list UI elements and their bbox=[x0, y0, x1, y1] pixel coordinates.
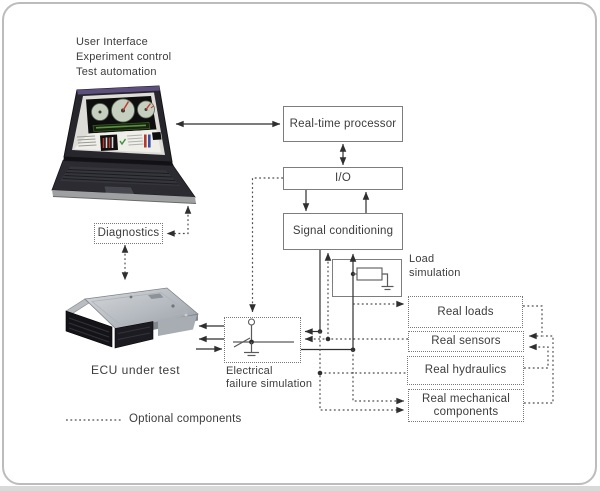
real-mechanical-label-1: Real mechanical bbox=[421, 392, 510, 405]
ecu-caption: ECU under test bbox=[91, 363, 181, 377]
diagnostics-box: Diagnostics bbox=[94, 223, 163, 244]
diagnostics-label: Diagnostics bbox=[97, 227, 160, 239]
io-box: I/O bbox=[283, 167, 403, 190]
electrical-failure-label-2: failure simulation bbox=[226, 378, 313, 390]
realtime-processor-label: Real-time processor bbox=[289, 117, 397, 130]
signal-conditioning-label: Signal conditioning bbox=[292, 225, 394, 237]
real-loads-box: Real loads bbox=[408, 296, 523, 328]
electrical-failure-box bbox=[224, 317, 301, 363]
load-simulation-annotation: Load simulation bbox=[409, 252, 461, 280]
load-simulation-label-2: simulation bbox=[409, 267, 461, 279]
real-sensors-label: Real sensors bbox=[431, 335, 501, 347]
real-mechanical-label-2: components bbox=[433, 405, 499, 418]
real-mechanical-box: Real mechanical components bbox=[408, 389, 524, 422]
real-sensors-box: Real sensors bbox=[408, 331, 524, 352]
load-simulation-box bbox=[332, 259, 402, 297]
signal-conditioning-box: Signal conditioning bbox=[283, 213, 403, 250]
electrical-failure-annotation: Electrical failure simulation bbox=[226, 365, 312, 391]
workstation-line-3: Test automation bbox=[76, 66, 157, 78]
workstation-line-1: User Interface bbox=[76, 36, 148, 48]
real-hydraulics-box: Real hydraulics bbox=[407, 356, 524, 385]
load-simulation-label-1: Load bbox=[409, 253, 435, 265]
workstation-line-2: Experiment control bbox=[76, 51, 172, 63]
realtime-processor-box: Real-time processor bbox=[283, 106, 403, 142]
workstation-annotation: User Interface Experiment control Test a… bbox=[76, 35, 171, 80]
io-label: I/O bbox=[335, 172, 351, 184]
legend-label: Optional components bbox=[129, 413, 242, 425]
real-hydraulics-label: Real hydraulics bbox=[424, 364, 507, 376]
electrical-failure-label-1: Electrical bbox=[226, 365, 273, 377]
page-bottom-strip bbox=[0, 486, 600, 491]
real-loads-label: Real loads bbox=[437, 305, 494, 318]
